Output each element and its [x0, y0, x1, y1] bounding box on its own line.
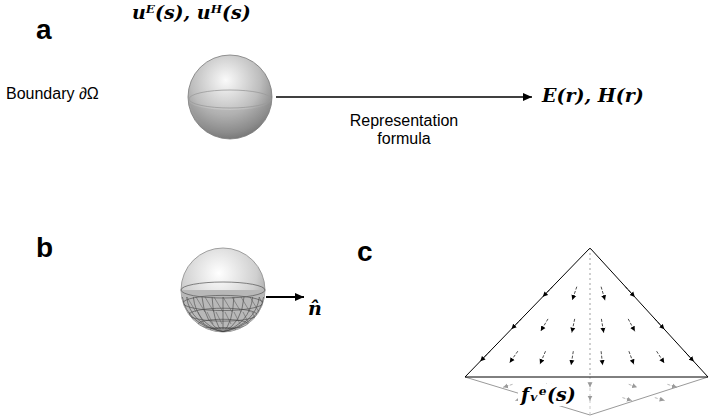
mesh-line: [252, 312, 258, 324]
mesh-line: [223, 297, 234, 332]
mesh-line: [187, 297, 223, 332]
field-arrow: [629, 351, 634, 364]
surface-field-label: uᴱ(s), uᴴ(s): [132, 2, 251, 24]
boundary-label: Boundary ∂Ω: [6, 85, 99, 103]
mapping-arrow: [276, 96, 532, 98]
field-arrow: [655, 319, 664, 329]
panel-letter: b: [36, 232, 53, 264]
mesh-line: [250, 297, 259, 312]
mesh-line: [223, 297, 224, 332]
mesh-line: [193, 297, 223, 332]
boundary-sphere: [188, 55, 272, 139]
field-arrow: [480, 351, 490, 361]
field-arrow: [601, 351, 603, 365]
field-arrow: [667, 384, 677, 387]
field-label: E(r), H(r): [542, 85, 644, 107]
mesh-line: [234, 312, 240, 324]
mesh-line: [189, 312, 195, 324]
mesh-line: [225, 312, 231, 324]
field-arrow: [625, 287, 634, 297]
mesh-line: [232, 297, 241, 312]
mesh-line: [241, 297, 250, 312]
mesh-line: [214, 297, 223, 312]
mesh-line: [196, 297, 205, 312]
mesh-line: [202, 297, 223, 332]
field-arrow: [590, 398, 591, 401]
mesh-line: [223, 297, 244, 332]
basis-label: fᵥᵉ(s): [518, 384, 579, 406]
normal-label: n̂: [308, 298, 322, 320]
field-arrow: [601, 287, 605, 301]
field-arrow: [543, 287, 553, 297]
meshed-sphere: [181, 248, 268, 332]
mesh-line: [198, 312, 204, 324]
mesh-line: [182, 297, 223, 332]
field-arrow: [571, 351, 573, 365]
mesh-line: [223, 297, 232, 312]
field-arrow: [684, 351, 693, 361]
field-arrow: [503, 384, 512, 387]
field-arrow: [628, 319, 635, 331]
field-arrow: [540, 351, 546, 364]
field-arrow: [510, 351, 518, 363]
mesh-line: [212, 297, 223, 332]
mesh-line: [216, 312, 222, 324]
mesh-line: [205, 297, 214, 312]
field-arrow: [590, 384, 591, 387]
basis-function-pyramid: [465, 248, 708, 415]
mesh-line: [259, 297, 268, 312]
field-arrow: [629, 384, 637, 387]
field-arrow: [601, 319, 603, 333]
field-arrow: [657, 351, 665, 363]
field-arrow: [622, 398, 631, 401]
mesh-line: [187, 297, 196, 312]
mesh-line: [223, 297, 259, 332]
field-arrow: [572, 319, 575, 333]
normal-arrow: [266, 296, 304, 298]
field-arrow: [655, 398, 665, 401]
panel-letter: c: [357, 236, 373, 268]
mesh-line: [223, 297, 264, 332]
field-arrow: [512, 319, 522, 329]
field-arrow: [541, 319, 548, 331]
panel-letter: a: [36, 14, 52, 46]
field-arrow: [572, 287, 577, 300]
mesh-line: [207, 312, 213, 324]
mesh-line: [261, 312, 267, 324]
mesh-line: [243, 312, 249, 324]
arrow-label: Representation formula: [339, 112, 469, 149]
